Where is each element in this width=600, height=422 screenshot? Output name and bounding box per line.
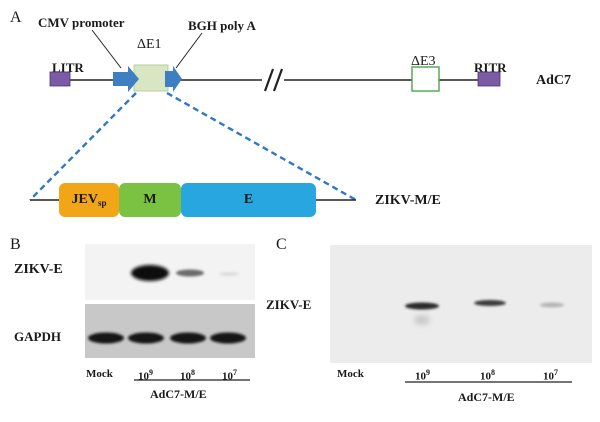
bgh-leader-line [175, 32, 203, 69]
panel-c-letter: C [276, 236, 287, 253]
panel-b-lane-1e9: 109 [138, 368, 153, 383]
panel-b-lane-1e7: 107 [222, 368, 237, 383]
zoom-dashed-left [29, 92, 137, 201]
panel-b-gapdh-label: GAPDH [14, 329, 61, 344]
jev-subscript: sp [97, 198, 107, 208]
panel-c-group-label: AdC7-M/E [458, 390, 515, 404]
cmv-promoter-arrow [113, 66, 139, 92]
zoom-dashed-right [166, 91, 357, 202]
jev-label: JEV [71, 192, 98, 207]
bgh-poly-a-arrow [165, 66, 182, 92]
panel-b-lane-1e8: 108 [180, 368, 195, 383]
ritr-box [477, 71, 501, 87]
panel-b-group-label: AdC7-M/E [150, 387, 207, 401]
panel-c-lane-mock: Mock [337, 368, 364, 380]
panel-c-zikv-e-label: ZIKV-E [266, 297, 312, 312]
ritr-label: RITR [474, 60, 507, 75]
zikv-e-band-lane3 [176, 269, 204, 277]
delta-e3-box [411, 66, 440, 92]
e-label: E [243, 192, 254, 207]
bgh-poly-a-label: BGH poly A [188, 18, 256, 33]
panel-b-letter: B [10, 236, 21, 253]
m-label: M [143, 192, 157, 207]
panel-c-band-lane3 [474, 300, 506, 306]
insert-name-label: ZIKV-M/E [375, 193, 441, 208]
panel-b-lane-mock: Mock [86, 368, 113, 380]
litr-box [49, 71, 71, 87]
backbone-break-mark [262, 68, 284, 92]
zikv-e-band-lane4 [219, 272, 239, 276]
gapdh-blot-strip [85, 304, 255, 358]
gapdh-band-lane1 [88, 332, 124, 344]
zikv-e-band-lane2 [131, 265, 169, 281]
panel-a-letter: A [10, 9, 22, 26]
gapdh-band-lane2 [128, 332, 164, 344]
panel-c-lane-1e9: 109 [415, 368, 430, 383]
litr-label: LITR [52, 60, 84, 75]
panel-c-lane-1e8: 108 [480, 368, 495, 383]
vector-name-label: AdC7 [536, 73, 572, 88]
gapdh-band-lane3 [170, 332, 206, 344]
gapdh-band-lane4 [210, 332, 246, 344]
panel-c-smear-lane2 [414, 315, 430, 325]
delta-e1-label: ΔE1 [137, 37, 162, 52]
panel-c-band-lane2 [405, 302, 439, 310]
panel-c-lane-1e7: 107 [543, 368, 558, 383]
panel-c-band-lane4 [540, 302, 564, 308]
cmv-leader-line [91, 29, 122, 69]
delta-e3-label: ΔE3 [411, 54, 436, 69]
zikv-e-blot-strip [85, 244, 255, 300]
m-protein-block: M [119, 183, 181, 217]
panel-b-zikv-e-label: ZIKV-E [14, 262, 63, 277]
cmv-promoter-label: CMV promoter [38, 15, 125, 30]
e-protein-block: E [181, 183, 316, 217]
